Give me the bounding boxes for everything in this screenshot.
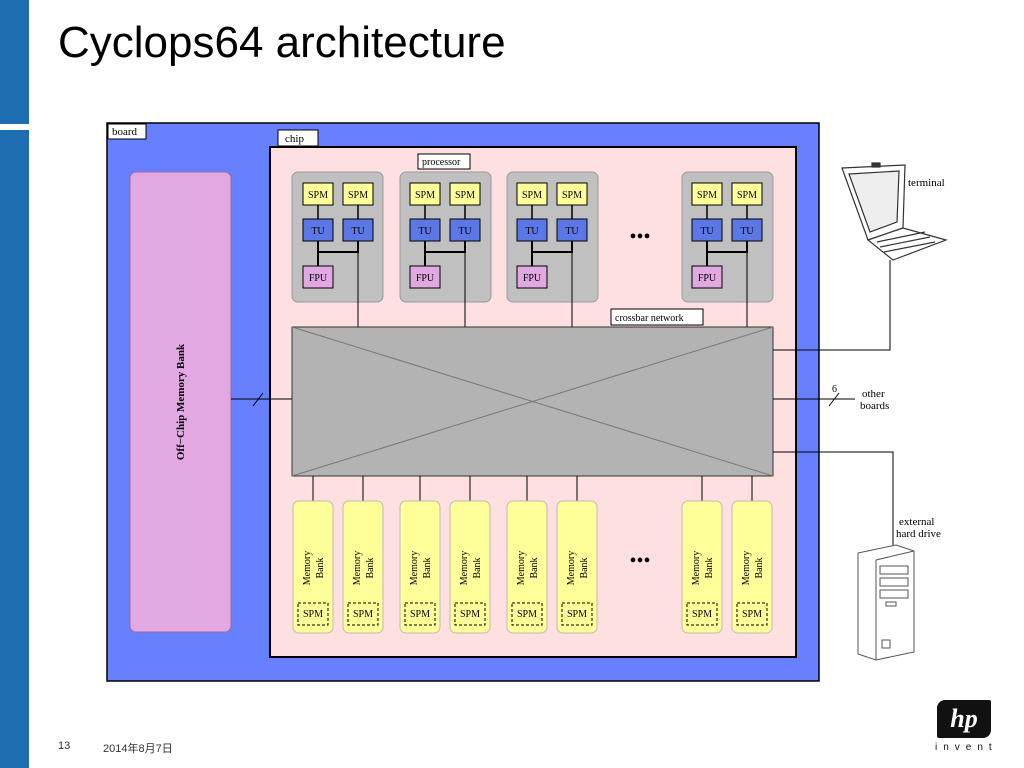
svg-text:SPM: SPM [742,609,762,620]
fpu-box [302,265,334,289]
board-label: board [112,126,138,138]
crossbar-label: crossbar network [615,313,684,324]
slide-side-bar-bottom [0,130,29,768]
chip-label: chip [285,133,304,145]
svg-text:Memory: Memory [409,551,420,585]
memory-bank: Memory Bank SPM [731,500,773,634]
offchip-memory-bank [129,171,232,633]
svg-text:TU: TU [525,226,539,237]
processor-label: processor [422,157,461,168]
processor-1: SPM SPM TU TU FPU [291,171,384,327]
svg-text:SPM: SPM [455,190,475,201]
terminal-link [773,260,891,351]
svg-text:SPM: SPM [692,609,712,620]
hp-logo-word: invent [935,742,998,753]
svg-text:TU: TU [311,226,325,237]
svg-text:FPU: FPU [523,273,542,284]
svg-text:SPM: SPM [460,609,480,620]
memory-bank-links [312,476,753,501]
hp-logo-mark: hp [937,700,991,738]
slide-date: 2014年8月7日 [103,743,173,755]
memory-ellipsis: ••• [629,550,650,572]
board-label-box [107,123,147,140]
memory-bank: Memory Bank SPM [506,500,548,634]
svg-text:TU: TU [700,226,714,237]
fpu-box [409,265,441,289]
hp-logo: hp invent [930,700,1000,756]
svg-text:SPM: SPM [562,190,582,201]
processor-4: SPM SPM TU TU FPU [681,171,774,327]
memory-bank: Memory Bank SPM [342,500,384,634]
processor-label-box [417,153,471,170]
terminal-label: terminal [908,177,945,189]
svg-text:SPM: SPM [522,190,542,201]
svg-text:Bank: Bank [472,557,483,578]
page-number: 13 [58,740,71,752]
svg-text:Memory: Memory [302,551,313,585]
svg-text:FPU: FPU [698,273,717,284]
svg-text:SPM: SPM [348,190,368,201]
link-count: 6 [832,384,837,395]
svg-text:Memory: Memory [566,551,577,585]
svg-text:Memory: Memory [691,551,702,585]
svg-text:Bank: Bank [315,557,326,578]
offchip-memory-label: Off−Chip Memory Bank [175,343,187,460]
svg-text:TU: TU [351,226,365,237]
hard-drive-link [773,451,894,545]
processor-ellipsis: ••• [629,226,650,248]
svg-text:SPM: SPM [353,609,373,620]
svg-text:Bank: Bank [365,557,376,578]
svg-text:Bank: Bank [754,557,765,578]
svg-text:SPM: SPM [567,609,587,620]
hard-drive-label-2: hard drive [896,528,941,540]
fpu-box [516,265,548,289]
svg-text:SPM: SPM [737,190,757,201]
svg-text:SPM: SPM [410,609,430,620]
svg-text:SPM: SPM [303,609,323,620]
svg-text:TU: TU [565,226,579,237]
processor-3: SPM SPM TU TU FPU [506,171,599,327]
svg-text:Memory: Memory [516,551,527,585]
computer-tower-icon [857,544,915,661]
svg-text:TU: TU [418,226,432,237]
svg-text:SPM: SPM [697,190,717,201]
memory-bank: Memory Bank SPM [292,500,334,634]
hard-drive-label-1: external [899,516,934,528]
memory-bank: Memory Bank SPM [399,500,441,634]
svg-text:Memory: Memory [741,551,752,585]
svg-text:SPM: SPM [308,190,328,201]
svg-text:TU: TU [458,226,472,237]
svg-text:TU: TU [740,226,754,237]
svg-text:Bank: Bank [422,557,433,578]
memory-bank: Memory Bank SPM [556,500,598,634]
other-boards-label-1: other [862,388,885,400]
svg-text:FPU: FPU [416,273,435,284]
memory-bank: Memory Bank SPM [681,500,723,634]
svg-text:SPM: SPM [415,190,435,201]
svg-text:Memory: Memory [459,551,470,585]
slide-side-bar-top [0,0,29,124]
crossbar-label-box [610,308,704,326]
svg-text:FPU: FPU [309,273,328,284]
slide-title: Cyclops64 architecture [58,18,506,67]
other-boards-label-2: boards [860,400,889,412]
processor-2: SPM SPM TU TU FPU [399,171,492,327]
svg-text:SPM: SPM [517,609,537,620]
laptop-icon [841,162,948,261]
svg-text:Bank: Bank [529,557,540,578]
memory-bank: Memory Bank SPM [449,500,491,634]
svg-text:Bank: Bank [704,557,715,578]
svg-text:Memory: Memory [352,551,363,585]
chip-label-box [277,129,319,147]
fpu-box [691,265,723,289]
svg-text:Bank: Bank [579,557,590,578]
